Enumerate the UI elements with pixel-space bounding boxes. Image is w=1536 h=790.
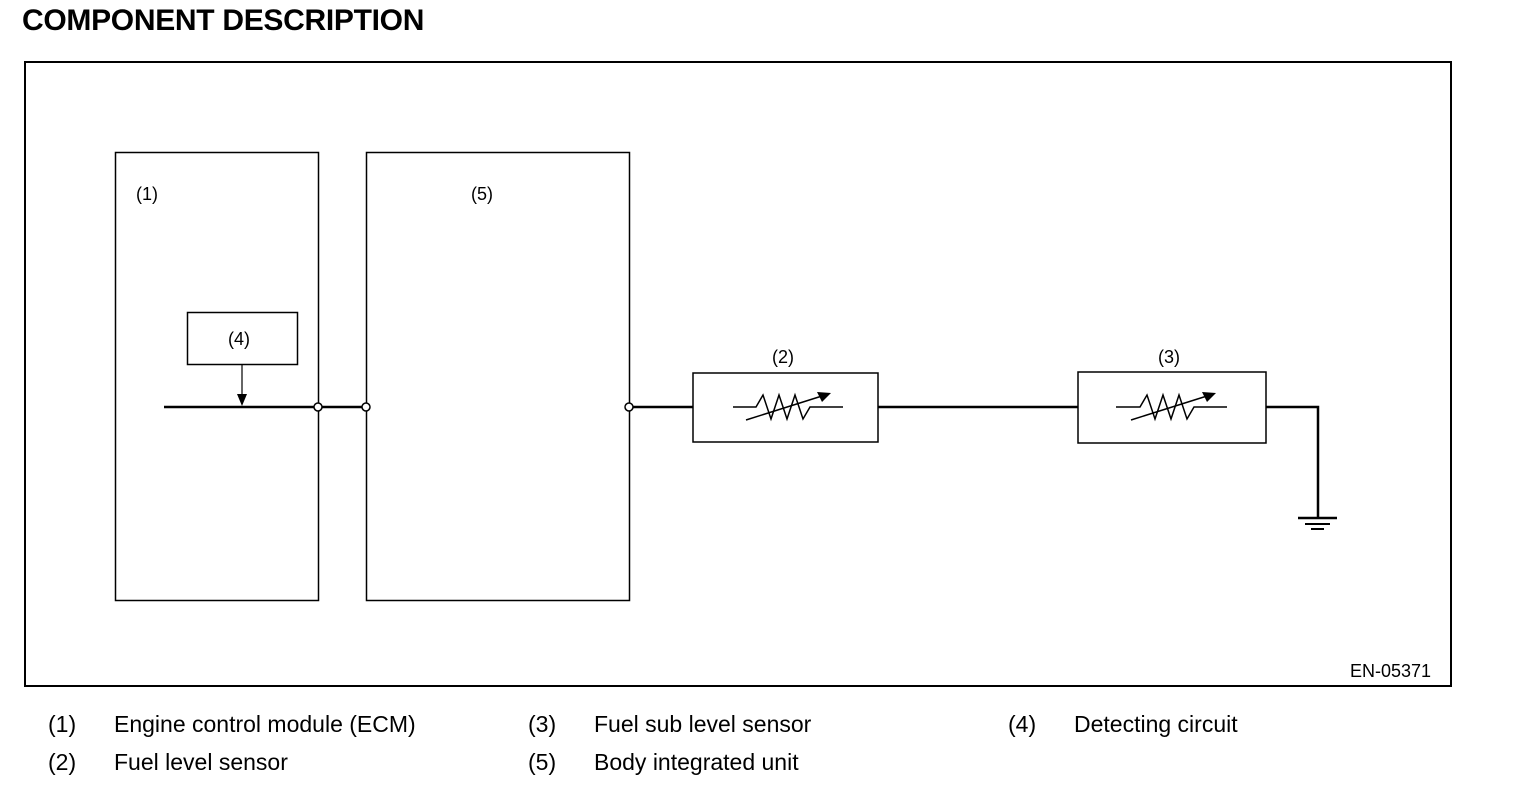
legend-text: Engine control module (ECM) xyxy=(114,711,416,737)
page-title: COMPONENT DESCRIPTION xyxy=(22,4,425,37)
ecm-terminal xyxy=(313,402,323,412)
body-integrated-unit-label: (5) xyxy=(471,184,493,204)
detecting-circuit-label: (4) xyxy=(228,329,250,349)
legend-text: Detecting circuit xyxy=(1074,711,1238,737)
variable-resistor-icon xyxy=(733,392,843,422)
detecting-circuit-box xyxy=(186,311,299,366)
biu-output-terminal xyxy=(624,402,634,412)
legend-number: (5) xyxy=(528,749,557,775)
ground-wire xyxy=(1266,405,1320,518)
diagram-frame xyxy=(24,61,1452,687)
ecm-box xyxy=(114,151,320,602)
body-integrated-unit-box xyxy=(365,151,631,602)
legend-number: (1) xyxy=(48,711,77,737)
variable-resistor-icon xyxy=(1116,392,1227,422)
circuit-diagram: (1) (4) (5) (2) (3) EN-05371 xyxy=(24,61,1452,687)
legend-text: Fuel sub level sensor xyxy=(594,711,812,737)
legend-text: Body integrated unit xyxy=(594,749,799,775)
legend-number: (3) xyxy=(528,711,557,737)
legend-number: (2) xyxy=(48,749,77,775)
fuel-level-sensor-label: (2) xyxy=(772,347,794,367)
ecm-label: (1) xyxy=(136,184,158,204)
legend-text: Fuel level sensor xyxy=(114,749,288,775)
ground-icon xyxy=(1298,516,1337,530)
biu-input-terminal xyxy=(361,402,371,412)
detect-arrow-head xyxy=(237,394,247,406)
legend-number: (4) xyxy=(1008,711,1037,737)
fuel-sub-level-sensor-label: (3) xyxy=(1158,347,1180,367)
figure-code: EN-05371 xyxy=(1350,661,1431,681)
